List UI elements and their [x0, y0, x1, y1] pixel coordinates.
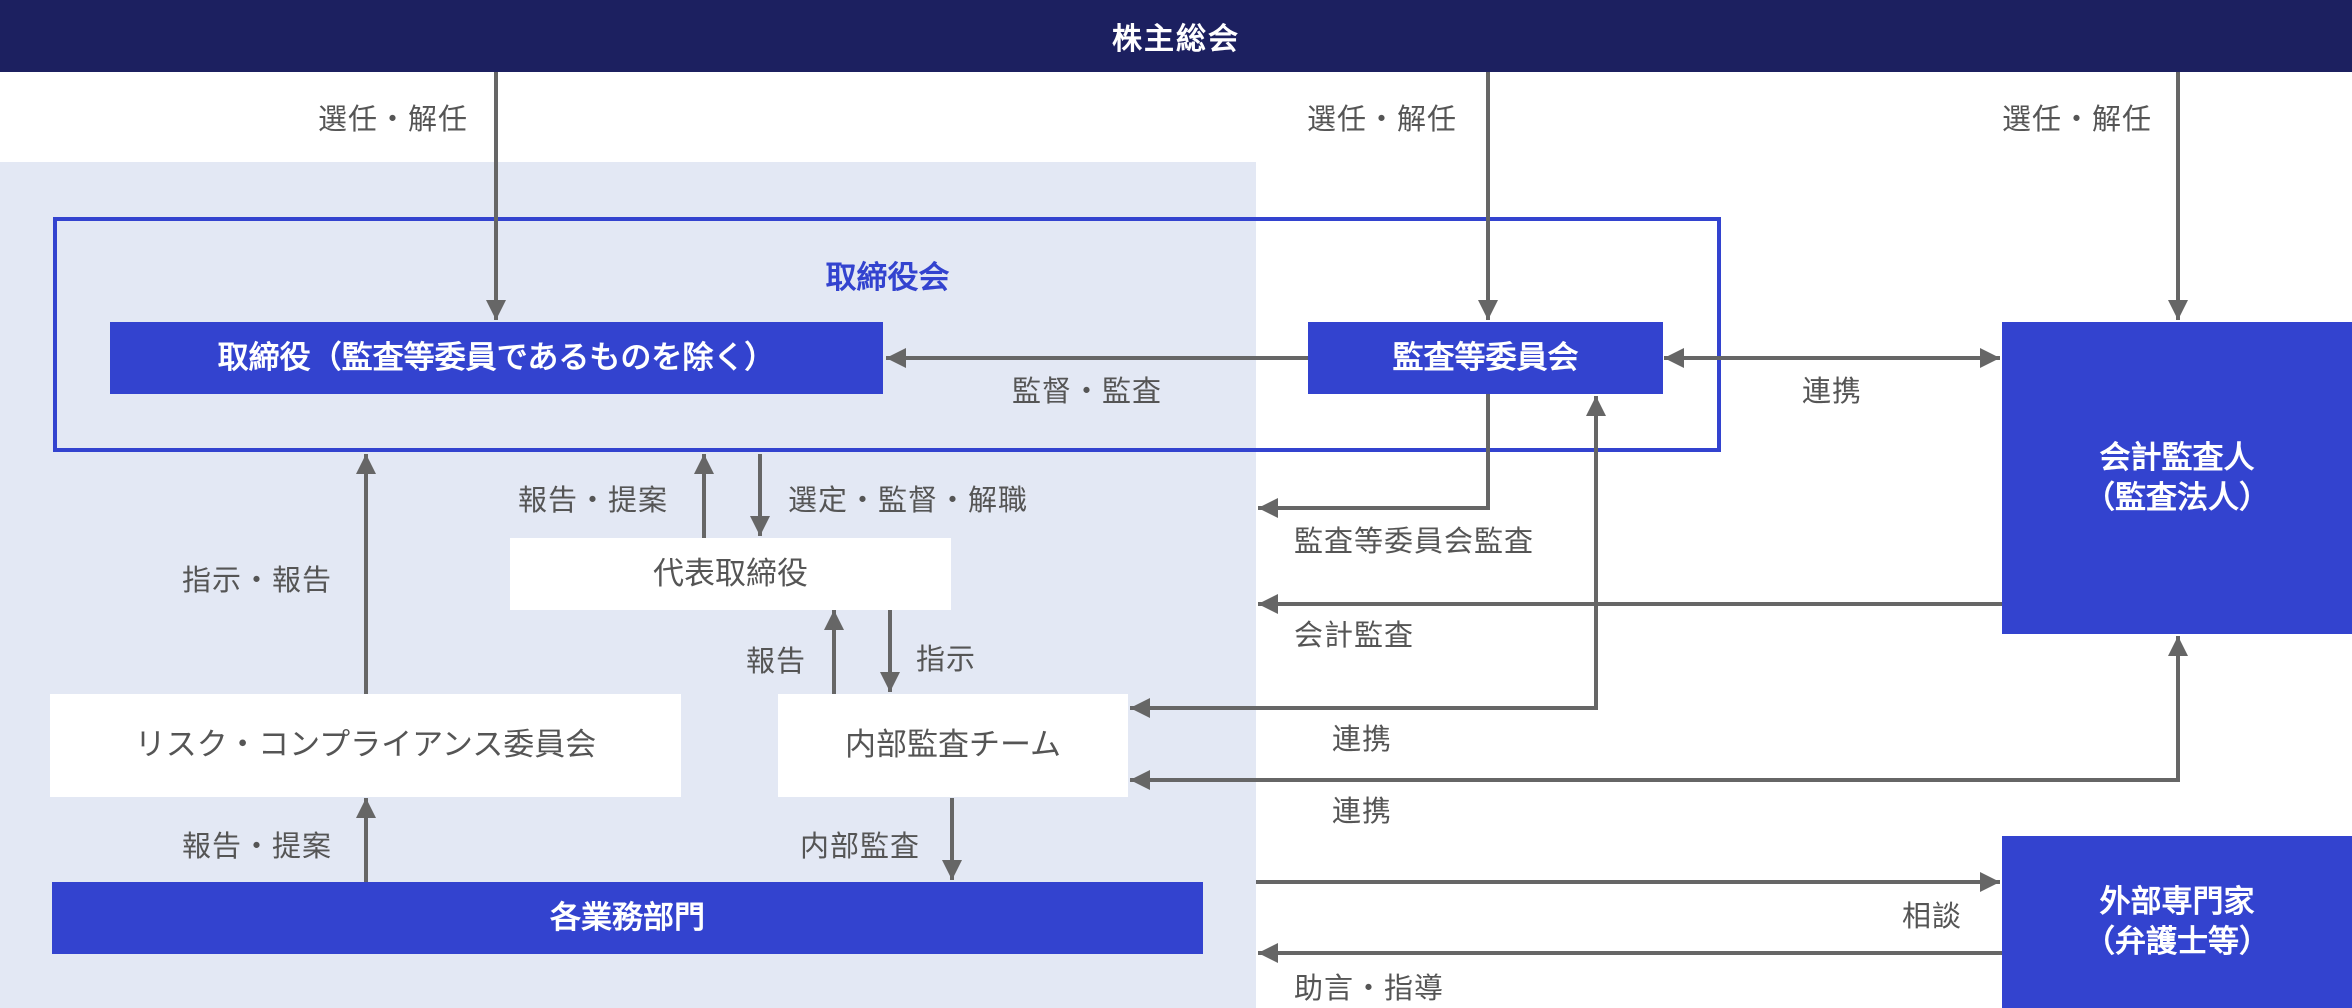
shareholders-meeting-label: 株主総会	[1112, 22, 1240, 57]
label-supervise-audit: 監督・監査	[1012, 374, 1163, 408]
label-cooperation-committee: 連携	[1332, 722, 1393, 756]
label-instruct-report: 指示・報告	[182, 563, 333, 597]
external-experts-box: 外部専門家 （弁護士等）	[2002, 836, 2352, 1008]
representative-director-label: 代表取締役	[653, 555, 808, 592]
accounting-auditor-box: 会計監査人 （監査法人）	[2002, 322, 2352, 634]
accounting-auditor-label: 会計監査人	[2099, 439, 2255, 476]
directors-box: 取締役（監査等委員であるものを除く）	[110, 322, 883, 394]
directors-label: 取締役（監査等委員であるものを除く）	[217, 339, 776, 376]
label-report-propose-board: 報告・提案	[518, 483, 669, 517]
label-select-supervise-dismiss: 選定・監督・解職	[788, 483, 1029, 517]
label-report: 報告	[746, 644, 807, 678]
label-advice-guidance: 助言・指導	[1294, 971, 1445, 1005]
external-experts-sublabel: （弁護士等）	[2084, 924, 2270, 960]
arrow-auditor-internal	[1130, 636, 2188, 790]
risk-compliance-committee-label: リスク・コンプライアンス委員会	[134, 727, 597, 764]
shareholders-meeting: 株主総会	[0, 0, 2352, 72]
internal-audit-team-box: 内部監査チーム	[778, 694, 1128, 797]
label-cooperation-auditor: 連携	[1802, 374, 1863, 408]
board-of-directors-title: 取締役会	[825, 260, 950, 296]
label-cooperation-internal: 連携	[1332, 794, 1393, 828]
label-report-propose-risk: 報告・提案	[182, 829, 333, 863]
label-accounting-audit: 会計監査	[1294, 618, 1415, 652]
label-instruct: 指示	[916, 642, 977, 676]
label-appoint-dismiss-committee: 選任・解任	[1307, 102, 1458, 136]
business-divisions-label: 各業務部門	[550, 899, 705, 936]
accounting-auditor-sublabel: （監査法人）	[2084, 480, 2270, 516]
label-appoint-dismiss-auditor: 選任・解任	[2002, 102, 2153, 136]
label-internal-audit: 内部監査	[800, 829, 921, 863]
business-divisions-box: 各業務部門	[52, 882, 1203, 954]
risk-compliance-committee-box: リスク・コンプライアンス委員会	[50, 694, 681, 797]
label-committee-audit: 監査等委員会監査	[1294, 524, 1535, 558]
external-experts-label: 外部専門家	[2099, 883, 2255, 920]
label-appoint-dismiss-directors: 選任・解任	[318, 102, 469, 136]
audit-committee-label: 監査等委員会	[1392, 339, 1579, 376]
arrow-committee-audit	[1258, 394, 1490, 518]
board-of-directors-frame	[53, 217, 1721, 452]
representative-director-box: 代表取締役	[510, 538, 951, 610]
label-consult: 相談	[1902, 899, 1963, 933]
audit-committee-box: 監査等委員会	[1308, 322, 1663, 394]
internal-audit-team-label: 内部監査チーム	[844, 727, 1062, 764]
